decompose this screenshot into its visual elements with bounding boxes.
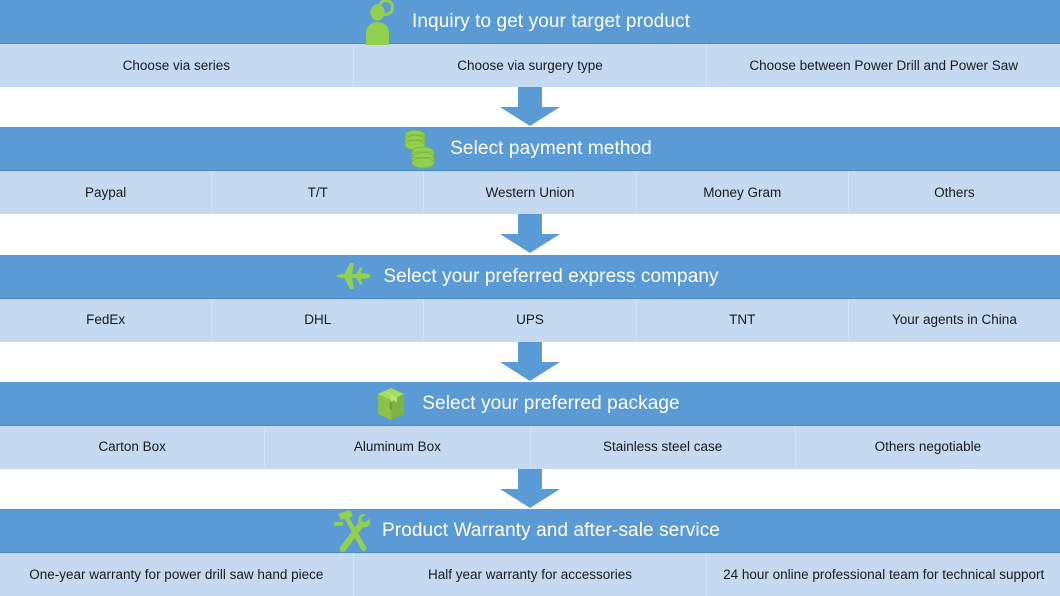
- option-item[interactable]: TNT: [637, 298, 849, 342]
- stage-header-inquiry: Inquiry to get your target product: [0, 0, 1060, 45]
- option-item[interactable]: Western Union: [424, 171, 637, 215]
- stage-package: Select your preferred package Carton Box…: [0, 380, 1060, 469]
- option-item[interactable]: Others negotiable: [874, 439, 982, 455]
- stage-title-package: Select your preferred package: [422, 392, 680, 414]
- arrow-down-1: [0, 87, 1060, 128]
- option-item[interactable]: Aluminum Box: [265, 425, 531, 469]
- airplane-icon: [333, 253, 373, 299]
- option-item[interactable]: T/T: [212, 171, 425, 215]
- arrow-down-icon: [500, 214, 560, 254]
- stage-options-inquiry: Choose via series Choose via surgery typ…: [0, 44, 1060, 87]
- option-item[interactable]: Choose between Power Drill and Power Saw: [749, 57, 1018, 73]
- stage-title-warranty: Product Warranty and after-sale service: [382, 520, 720, 541]
- stage-options-warranty: One-year warranty for power drill saw ha…: [0, 553, 1060, 596]
- option-item[interactable]: Stainless steel case: [531, 425, 796, 469]
- arrow-down-3: [0, 341, 1060, 382]
- option-item[interactable]: 24 hour online professional team for tec…: [723, 566, 1045, 582]
- option-item[interactable]: One-year warranty for power drill saw ha…: [0, 553, 354, 596]
- stage-options-package: Carton Box Aluminum Box Stainless steel …: [0, 425, 1060, 469]
- option-item[interactable]: Carton Box: [0, 425, 266, 469]
- stage-title-inquiry: Inquiry to get your target product: [412, 11, 690, 32]
- option-item[interactable]: Paypal: [0, 171, 213, 215]
- stage-express: Select your preferred express company Fe…: [0, 253, 1060, 342]
- stage-title-express: Select your preferred express company: [383, 265, 719, 287]
- stage-header-express: Select your preferred express company: [0, 253, 1060, 299]
- option-item[interactable]: Your agents in China: [891, 312, 1017, 328]
- coins-stack-icon: [400, 126, 440, 172]
- package-box-icon: [372, 380, 412, 426]
- arrow-down-icon: [500, 468, 560, 508]
- stage-options-express: FedEx DHL UPS TNT Your agents in China: [0, 298, 1060, 342]
- arrow-down-icon: [500, 341, 560, 381]
- stage-title-payment: Select payment method: [450, 138, 652, 160]
- option-item[interactable]: FedEx: [0, 298, 213, 342]
- option-item[interactable]: Money Gram: [637, 171, 849, 215]
- option-item[interactable]: UPS: [424, 298, 637, 342]
- arrow-down-4: [0, 468, 1060, 509]
- arrow-down-2: [0, 214, 1060, 255]
- stage-options-payment: Paypal T/T Western Union Money Gram Othe…: [0, 171, 1060, 215]
- option-item[interactable]: Choose via series: [0, 44, 354, 87]
- hammer-wrench-tools-icon: [332, 508, 372, 554]
- option-item[interactable]: Others: [934, 184, 975, 200]
- stage-warranty: Product Warranty and after-sale service …: [0, 509, 1060, 596]
- stage-inquiry: Inquiry to get your target product Choos…: [0, 0, 1060, 87]
- option-item[interactable]: DHL: [212, 298, 425, 342]
- customer-service-person-icon: [362, 0, 402, 45]
- arrow-down-icon: [500, 87, 560, 127]
- stage-header-package: Select your preferred package: [0, 380, 1060, 426]
- stage-header-warranty: Product Warranty and after-sale service: [0, 509, 1060, 553]
- stage-payment: Select payment method Paypal T/T Western…: [0, 126, 1060, 215]
- option-item[interactable]: Choose via surgery type: [354, 44, 708, 87]
- stage-header-payment: Select payment method: [0, 126, 1060, 172]
- option-item[interactable]: Half year warranty for accessories: [354, 553, 708, 596]
